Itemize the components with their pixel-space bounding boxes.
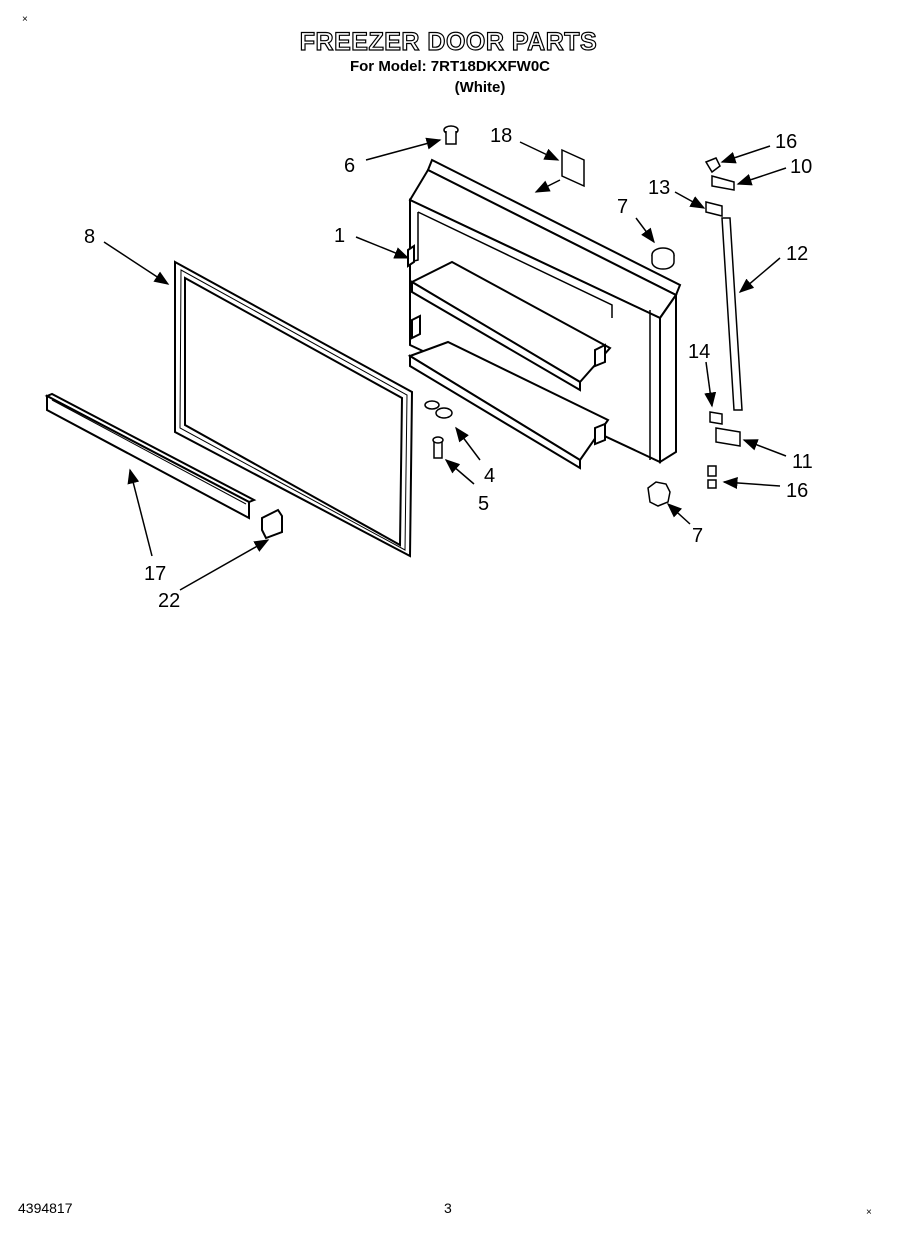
callout-22: 22 [158,590,180,612]
hole-plug-drawing [443,125,459,145]
leader-7-bottom [666,502,691,525]
leader-22 [179,539,270,591]
document-number: 4394817 [18,1200,73,1216]
callout-13: 13 [648,177,670,199]
hinge-parts-drawing [704,157,743,489]
callout-6: 6 [344,155,355,177]
leader-13 [674,191,706,209]
leader-4 [455,426,481,461]
leader-8 [103,241,170,285]
leader-10 [736,167,787,186]
door-gasket-drawing [174,260,414,558]
handle-end-cap-drawing [261,508,283,540]
corner-mark-bottom: × [866,1207,872,1218]
leader-17 [127,468,153,557]
page-number: 3 [444,1200,452,1216]
door-liner-drawing [407,158,682,470]
leader-18 [519,141,560,161]
callout-16-bottom: 16 [786,480,808,502]
callout-5: 5 [478,493,489,515]
leader-11 [742,439,787,457]
callout-leaders [103,137,787,591]
callout-numbers: 1 4 5 6 7 7 8 10 11 12 13 14 16 16 17 18… [84,125,813,612]
label-plate-drawing [561,148,585,188]
leader-6 [365,137,442,161]
washer-and-screw-drawing [424,400,453,459]
leader-5 [444,459,475,485]
callout-1: 1 [334,225,345,247]
color-line: (White) [454,79,506,96]
callout-14: 14 [688,341,710,363]
callout-8: 8 [84,226,95,248]
leader-1 [355,236,410,259]
page-title: FREEZER DOOR PARTS [299,27,598,56]
callout-4: 4 [484,465,495,487]
callout-7-bottom: 7 [692,525,703,547]
callout-18: 18 [490,125,512,147]
bottom-cap-drawing [647,481,671,507]
leader-18b [534,179,561,193]
leader-12 [738,257,781,293]
leader-16-bottom [722,476,781,489]
leader-16-top [720,145,771,164]
corner-mark-top: × [22,14,28,25]
callout-11: 11 [792,451,813,473]
door-handle-drawing [44,392,257,520]
callout-17: 17 [144,563,166,585]
callout-10: 10 [790,156,812,178]
top-cap-drawing [651,247,675,270]
leader-14 [704,361,717,408]
callout-12: 12 [786,243,808,265]
callout-16-top: 16 [775,131,797,153]
callout-7-top: 7 [617,196,628,218]
leader-7-top [635,217,655,244]
model-line: For Model: 7RT18DKXFW0C [349,58,550,75]
